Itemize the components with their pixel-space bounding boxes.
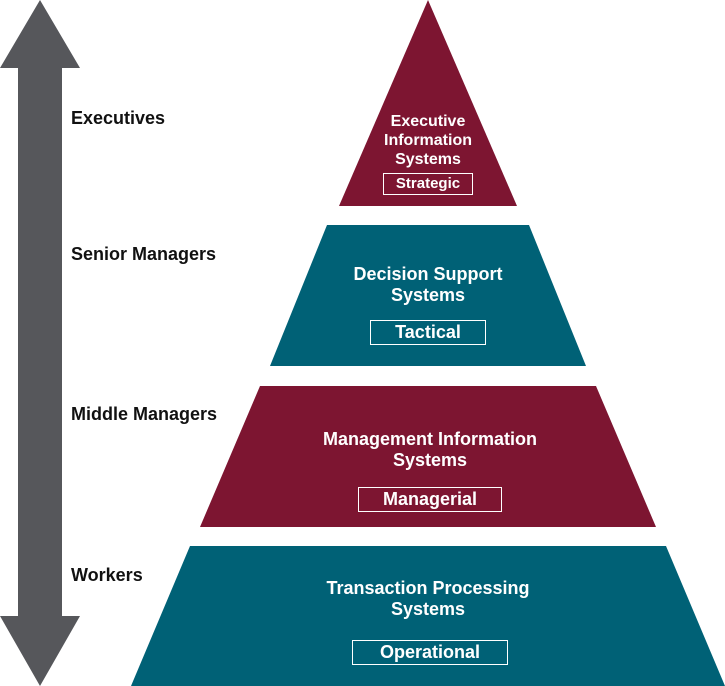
tier-shape-decision-support [270,225,586,366]
level-label-workers: Workers [71,565,143,585]
tier-title-transaction: Transaction Processing Systems [326,578,530,619]
level-label-senior-managers: Senior Managers [71,244,217,264]
level-label-executives: Executives [71,108,166,128]
tier-shape-transaction [131,546,725,686]
tier-shape-management [200,386,656,527]
tier-box-operational: Operational [352,640,508,665]
double-headed-vertical-arrow-icon [0,0,80,686]
tier-box-tactical: Tactical [370,320,486,345]
level-label-middle-managers: Middle Managers [71,404,218,424]
tier-box-managerial: Managerial [358,487,502,512]
tier-title-decision-support: Decision Support Systems [353,264,503,305]
tier-title-management: Management Information Systems [322,429,537,470]
tier-box-strategic: Strategic [383,173,473,195]
tier-shape-executive [339,0,517,206]
tier-title-executive: Executive Information Systems [384,113,472,168]
